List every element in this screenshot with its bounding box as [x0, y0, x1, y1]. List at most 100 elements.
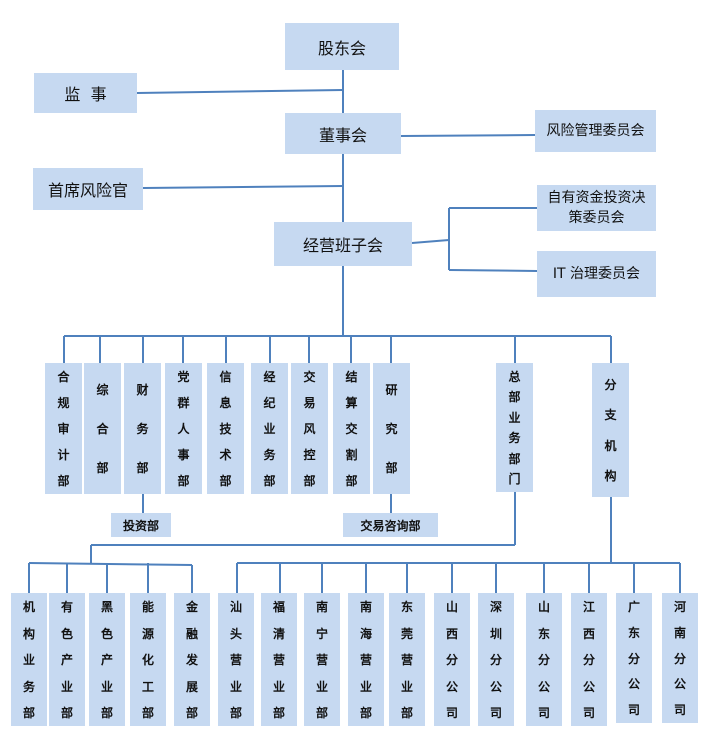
cro-box: 首席风险官	[33, 168, 143, 210]
dept-char: 党	[177, 370, 190, 384]
unit-char: 司	[627, 703, 640, 717]
unit-char: 司	[489, 706, 502, 720]
unit-char: 公	[673, 677, 686, 692]
unit-char: 部	[60, 706, 73, 720]
supervisors-label: 监 事	[64, 85, 107, 104]
risk-committee-label: 风险管理委员会	[546, 123, 645, 139]
dept-char: 综	[96, 382, 109, 397]
dept-char: 算	[345, 396, 358, 410]
unit-char: 色	[60, 626, 73, 641]
branch-fuqing: 福清营业部	[261, 593, 297, 726]
dept-char: 门	[508, 471, 521, 486]
unit-char: 业	[315, 679, 328, 694]
dept-char: 部	[57, 474, 70, 488]
branch-jiangxi: 江西分公司	[571, 593, 607, 726]
unit-char: 公	[582, 679, 595, 694]
unit-char: 西	[445, 626, 458, 641]
management-box: 经营班子会	[274, 222, 412, 266]
dept-char: 部	[508, 390, 521, 405]
unit-char: 金	[185, 600, 198, 614]
branch-nanhai: 南海营业部	[348, 593, 384, 726]
unit-char: 西	[582, 626, 595, 641]
dept-char: 纪	[263, 396, 276, 410]
dept-char: 业	[508, 410, 521, 425]
unit-char: 能	[141, 600, 154, 614]
dept-char: 分	[604, 378, 617, 393]
dept-char: 部	[345, 474, 358, 488]
unit-char: 深	[489, 600, 502, 614]
branch-guangdong: 广东分公司	[616, 593, 652, 723]
dept-char: 事	[177, 448, 190, 462]
dept-char: 部	[219, 474, 232, 488]
unit-char: 分	[673, 651, 686, 666]
unit-char: 营	[272, 653, 285, 667]
unit-char: 分	[627, 651, 640, 666]
unit-char: 营	[400, 653, 413, 667]
dept-char: 息	[219, 396, 232, 410]
unit-char: 营	[229, 653, 242, 667]
unit-char: 山	[445, 600, 458, 614]
unit-char: 工	[141, 679, 154, 694]
dept-compliance-audit: 合规审计部	[45, 363, 82, 494]
branch-shandong: 山东分公司	[526, 593, 562, 726]
dept-settlement: 结算交割部	[333, 363, 370, 494]
unit-char: 产	[100, 653, 113, 667]
cro-label: 首席风险官	[47, 181, 128, 200]
unit-char: 头	[229, 626, 242, 641]
dept-char: 部	[385, 461, 398, 476]
unit-char: 分	[537, 653, 550, 667]
unit-char: 部	[315, 706, 328, 720]
unit-char: 部	[359, 706, 372, 720]
shareholders-box: 股东会	[285, 23, 399, 70]
hq-nonferrous: 有色产业部	[49, 593, 85, 726]
dept-char: 控	[303, 448, 316, 462]
unit-char: 分	[445, 653, 458, 667]
dept-char: 计	[57, 448, 70, 462]
unit-char: 莞	[400, 626, 413, 641]
dept-char: 技	[219, 422, 232, 436]
dept-char: 群	[177, 396, 190, 410]
dept-char: 研	[385, 382, 398, 397]
unit-char: 司	[673, 703, 686, 717]
dept-brokerage: 经纪业务部	[251, 363, 288, 494]
dept-char: 合	[96, 421, 109, 436]
dept-char: 究	[385, 421, 398, 436]
unit-char: 东	[627, 625, 640, 640]
branch-shenzhen: 深圳分公司	[478, 593, 514, 726]
branch-nanning: 南宁营业部	[304, 593, 340, 726]
unit-char: 色	[100, 626, 113, 641]
unit-char: 山	[537, 600, 550, 614]
unit-char: 机	[22, 600, 35, 614]
dept-finance: 财务部	[124, 363, 161, 494]
dept-char: 务	[508, 431, 521, 446]
unit-char: 构	[22, 626, 35, 641]
unit-char: 业	[400, 679, 413, 694]
dept-char: 人	[177, 422, 190, 436]
unit-char: 黑	[100, 600, 113, 614]
board-box: 董事会	[285, 113, 401, 154]
dept-char: 经	[263, 370, 276, 384]
unit-char: 业	[22, 653, 35, 667]
dept-char: 部	[303, 474, 316, 488]
unit-char: 司	[537, 706, 550, 720]
risk-committee-box: 风险管理委员会	[535, 110, 656, 152]
dept-char: 构	[604, 468, 617, 483]
dept-char: 结	[345, 370, 358, 384]
dept-char: 审	[57, 422, 70, 436]
unit-char: 司	[445, 706, 458, 720]
unit-char: 东	[400, 600, 413, 614]
dept-char: 易	[303, 396, 316, 410]
dept-it: 信息技术部	[207, 363, 244, 494]
board-label: 董事会	[318, 125, 367, 145]
dept-char: 支	[604, 408, 617, 423]
branch-dongguan: 东莞营业部	[389, 593, 425, 726]
unit-char: 业	[100, 679, 113, 694]
unit-char: 部	[22, 706, 35, 720]
unit-char: 部	[141, 706, 154, 720]
hq-finance-development: 金融发展部	[174, 593, 210, 726]
trading-advisory-label: 交易咨询部	[360, 518, 421, 533]
dept-char: 交	[345, 422, 358, 436]
dept-char: 部	[508, 451, 521, 466]
unit-char: 分	[489, 653, 502, 667]
